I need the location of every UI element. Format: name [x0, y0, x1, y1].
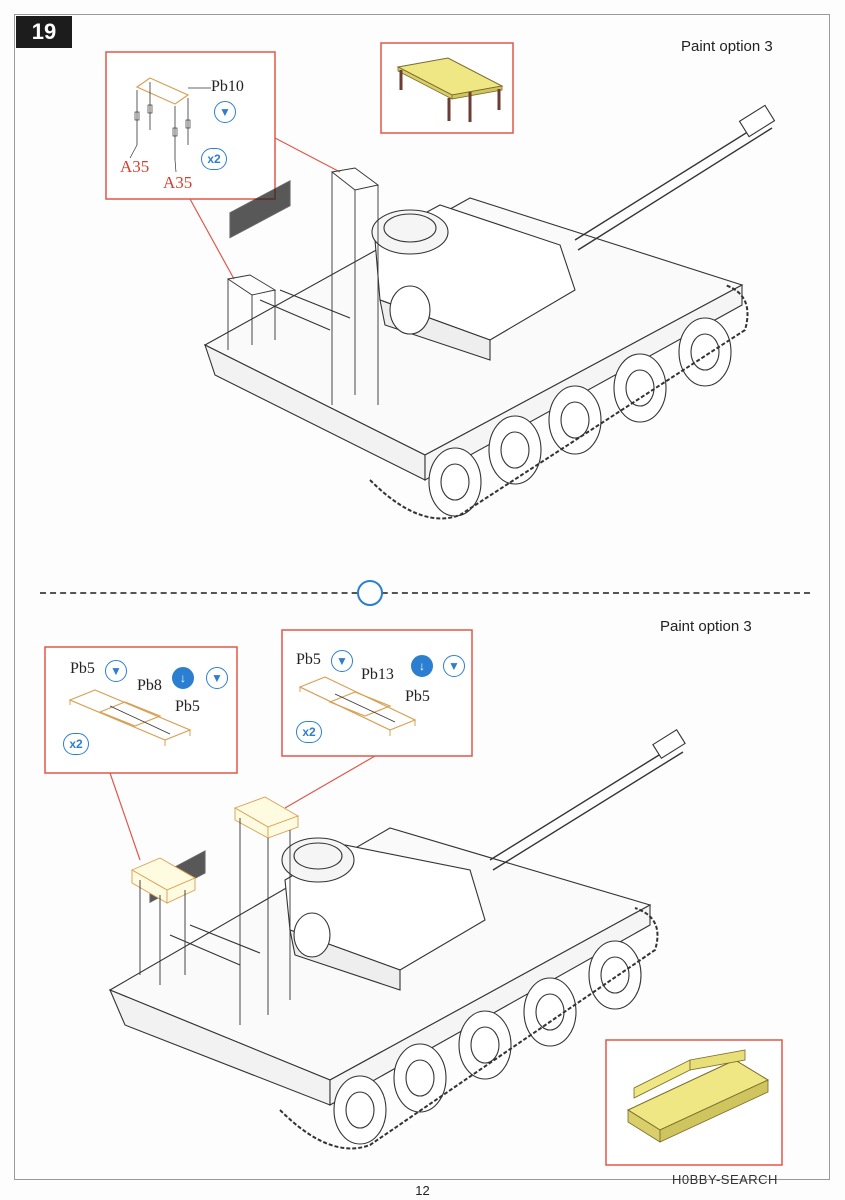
- step-number-badge: 19: [16, 16, 72, 48]
- part-label-pb8: Pb8: [137, 677, 162, 694]
- top-paint-preview: [380, 42, 514, 134]
- part-label-a35-bottom: A35: [163, 173, 193, 192]
- page-number: 12: [415, 1183, 430, 1198]
- glue-drop-icon: ▼: [206, 667, 228, 689]
- bottom-paint-option-label: Paint option 3: [660, 618, 752, 635]
- quantity-text: x2: [302, 725, 316, 739]
- glue-drop-icon: ▼: [105, 660, 127, 682]
- watermark: H0BBY-SEARCH: [672, 1172, 778, 1187]
- top-part-placement: [226, 167, 380, 405]
- part-label-pb5-c: Pb5: [296, 651, 321, 668]
- quantity-badge: x2: [63, 733, 89, 755]
- flip-view-icon: [357, 580, 383, 606]
- top-tank-wheels: [369, 284, 749, 520]
- section-divider: [40, 592, 810, 594]
- bottom-callout-left-box: [44, 646, 238, 861]
- cement-down-icon: ↓: [411, 655, 433, 677]
- glue-drop-icon: ▼: [331, 650, 353, 672]
- part-label-pb5-a: Pb5: [70, 660, 95, 677]
- bottom-tank-model: [108, 729, 686, 1106]
- part-label-pb13: Pb13: [361, 666, 394, 683]
- part-label-pb5-b: Pb5: [175, 698, 200, 715]
- glue-drop-icon: ▼: [443, 655, 465, 677]
- top-paint-option-label: Paint option 3: [681, 38, 773, 55]
- bottom-tank-wheels: [279, 907, 659, 1150]
- quantity-badge: x2: [201, 148, 227, 170]
- top-callout: [105, 51, 341, 280]
- top-tank-model: [203, 104, 776, 481]
- bottom-part-placement: [130, 796, 300, 1025]
- part-label-pb10: Pb10: [211, 78, 244, 95]
- quantity-badge: x2: [296, 721, 322, 743]
- part-label-pb5-d: Pb5: [405, 688, 430, 705]
- cement-down-icon: ↓: [172, 667, 194, 689]
- page-border: [14, 14, 830, 1180]
- glue-drop-icon: ▼: [214, 101, 236, 123]
- quantity-text: x2: [207, 152, 221, 166]
- part-label-a35-left: A35: [120, 157, 150, 176]
- quantity-text: x2: [69, 737, 83, 751]
- bottom-paint-preview: [605, 1039, 783, 1166]
